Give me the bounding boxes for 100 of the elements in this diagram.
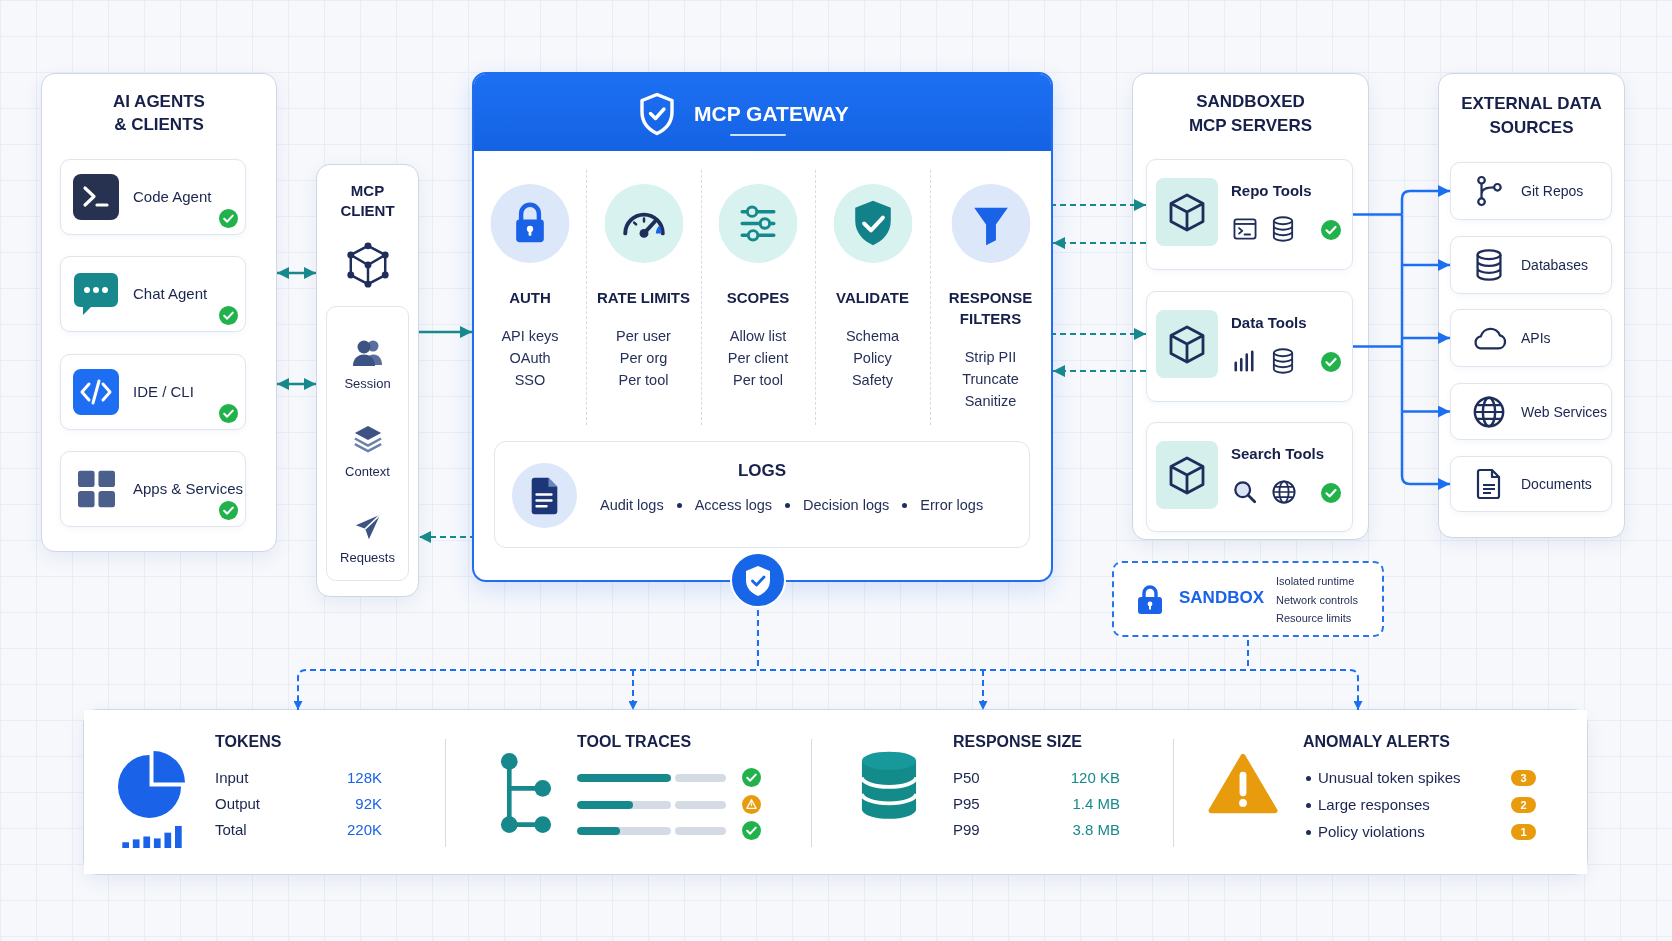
server-card	[1146, 422, 1353, 532]
column-item: Strip PII	[964, 348, 1017, 367]
metric-section	[84, 710, 446, 874]
arrow	[978, 669, 988, 711]
agent-label: Apps & Services	[133, 478, 244, 499]
arrow	[1052, 328, 1147, 340]
column-heading: SCOPES	[726, 288, 790, 308]
gateway-title: MCP GATEWAY	[694, 101, 849, 127]
log-type: Error logs	[920, 496, 984, 515]
sandbox-title: SANDBOX	[1179, 587, 1264, 609]
column-item: Per tool	[733, 371, 783, 390]
column-heading: RATE LIMITS	[596, 288, 690, 308]
column-item: Schema	[845, 327, 900, 346]
column-item: Truncate	[962, 370, 1019, 389]
server-card	[1146, 291, 1353, 402]
agent-card	[60, 159, 246, 235]
count-badge: 1	[1511, 824, 1536, 840]
panel	[1438, 73, 1625, 538]
metric-value: 128K	[346, 768, 382, 788]
arrow	[293, 669, 634, 711]
metric-section	[812, 710, 1174, 874]
feature-label: Session	[344, 376, 391, 392]
panel-heading: AI AGENTS & CLIENTS	[112, 91, 206, 136]
count-badge: 2	[1511, 797, 1536, 813]
source-card	[1450, 236, 1612, 294]
column-heading: VALIDATE	[836, 288, 909, 308]
metrics-panel	[83, 709, 1588, 875]
metric-heading: ANOMALY ALERTS	[1303, 732, 1450, 752]
log-type: Decision logs	[803, 496, 890, 515]
agent-card	[60, 256, 246, 332]
column-heading: AUTH	[509, 288, 551, 308]
source-label: Databases	[1521, 255, 1588, 275]
source-label: Web Services	[1521, 402, 1608, 421]
metric-label: Output	[215, 794, 261, 814]
metric-label: Total	[215, 820, 247, 840]
metric-value: 92K	[355, 794, 382, 814]
double-arrow	[277, 378, 316, 390]
column-item: Policy	[853, 349, 892, 368]
column-heading: RESPONSE FILTERS	[947, 288, 1034, 329]
client-features-panel	[326, 306, 409, 581]
server-name: Search Tools	[1231, 444, 1325, 464]
log-type: Audit logs	[600, 496, 664, 515]
source-card	[1450, 162, 1612, 220]
alert-label: Policy violations	[1318, 822, 1425, 842]
column-item: Allow list	[729, 327, 787, 346]
source-card	[1450, 309, 1612, 367]
metric-heading: TOOL TRACES	[577, 732, 692, 752]
column-item: Per tool	[618, 371, 669, 390]
metric-value: 3.8 MB	[1072, 820, 1120, 840]
metric-value: 220K	[346, 820, 382, 840]
column-item: SSO	[514, 371, 546, 390]
metric-label: Input	[215, 768, 249, 788]
column-item: OAuth	[509, 349, 551, 368]
agent-card	[60, 451, 246, 527]
metric-label: P95	[953, 794, 980, 814]
column-item: Per client	[727, 349, 789, 368]
source-label: Documents	[1521, 474, 1592, 494]
column-item: Sanitize	[964, 392, 1017, 411]
sandbox-feature: Isolated runtime	[1276, 574, 1356, 589]
panel-heading: SANDBOXED MCP SERVERS	[1187, 91, 1314, 137]
metric-value: 1.4 MB	[1072, 794, 1120, 814]
feature-label: Requests	[340, 550, 395, 566]
agent-label: IDE / CLI	[133, 381, 194, 402]
arrow	[1402, 332, 1450, 344]
server-name: Data Tools	[1231, 313, 1307, 333]
server-card	[1146, 159, 1353, 270]
arrow	[419, 326, 472, 338]
connector-line	[1400, 214, 1404, 265]
log-type: Access logs	[694, 496, 773, 515]
shield-check-icon	[730, 552, 786, 608]
sandbox-feature: Resource limits	[1276, 611, 1353, 626]
arrow	[418, 531, 473, 543]
column-item: Per user	[616, 327, 671, 346]
arrow	[1247, 669, 1363, 711]
arrow	[1052, 237, 1147, 249]
panel	[41, 73, 277, 552]
agent-card	[60, 354, 246, 430]
connector-line	[1400, 346, 1404, 412]
source-label: APIs	[1521, 328, 1551, 348]
logs-panel	[494, 441, 1030, 548]
metric-section	[446, 710, 812, 874]
agent-label: Code Agent	[133, 186, 212, 207]
column-item: Per org	[619, 349, 668, 368]
arrow	[1400, 185, 1450, 215]
column-item: Safety	[851, 371, 894, 390]
metric-section	[1174, 710, 1587, 874]
feature-label: Context	[345, 464, 390, 480]
arrow	[1052, 365, 1147, 377]
panel	[1132, 73, 1369, 540]
arrow	[1052, 199, 1147, 211]
arrow	[1402, 405, 1450, 418]
server-name: Repo Tools	[1231, 181, 1312, 201]
source-label: Git Repos	[1521, 181, 1584, 201]
arrow	[1400, 411, 1450, 490]
logs-heading: LOGS	[737, 460, 787, 482]
panel-heading: EXTERNAL DATA SOURCES	[1460, 93, 1603, 139]
metric-value: 120 KB	[1070, 768, 1120, 788]
metric-heading: TOKENS	[215, 732, 282, 752]
metric-label: P99	[953, 820, 980, 840]
connector-line	[1353, 213, 1402, 216]
